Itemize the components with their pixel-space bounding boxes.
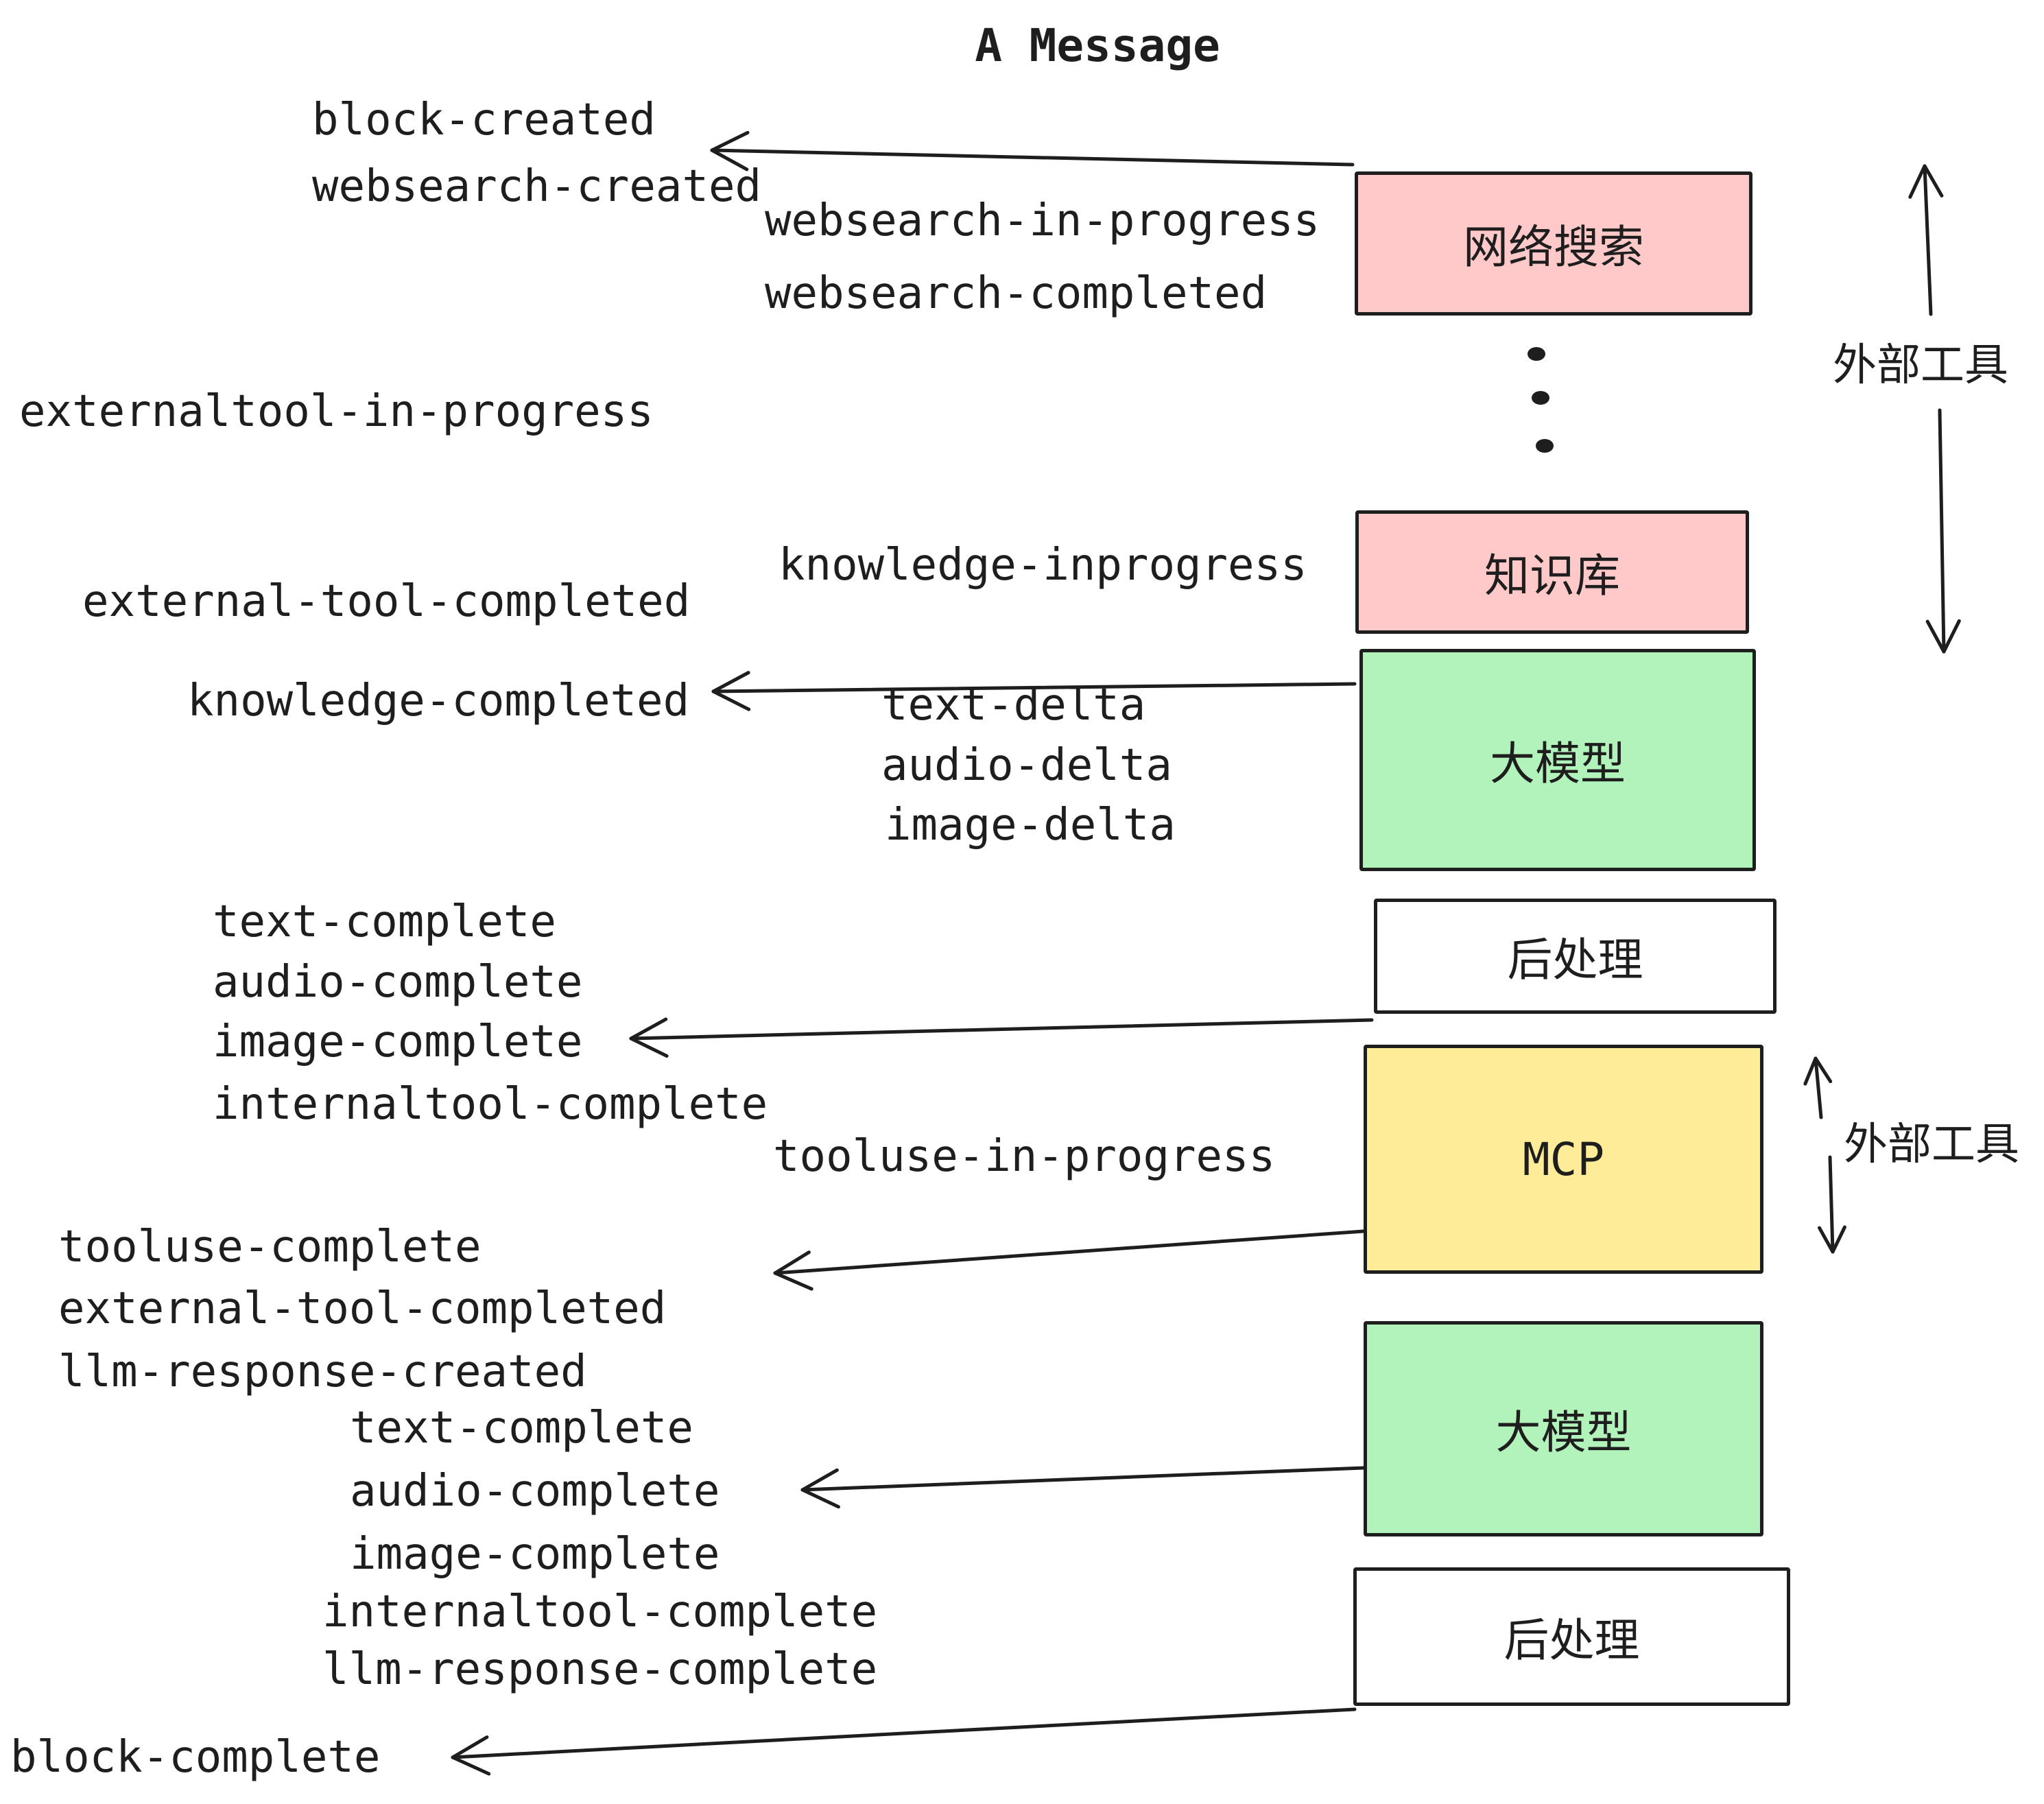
event-label-text-complete-19: text-complete [350, 1403, 693, 1453]
box-label-post-1: 后处理 [1507, 934, 1643, 986]
arrow-to-block-complete [451, 1707, 1357, 1776]
box-post-2: 后处理 [1353, 1567, 1790, 1706]
external-tools-2-up [1803, 1056, 1833, 1119]
external-tools-2-down [1818, 1155, 1846, 1254]
event-label-block-complete-24: block-complete [10, 1732, 381, 1783]
box-knowledge: 知识库 [1355, 510, 1749, 634]
box-label-knowledge: 知识库 [1484, 549, 1620, 602]
arrow-to-tooluse-complete [773, 1229, 1366, 1291]
event-label-external-tool-completed-17: external-tool-completed [58, 1283, 667, 1334]
ellipsis-dot-1 [1528, 347, 1545, 361]
box-websearch: 网络搜索 [1355, 171, 1752, 316]
event-label-image-complete-13: image-complete [213, 1017, 583, 1067]
box-llm-1: 大模型 [1359, 649, 1756, 871]
event-label-llm-response-created-18: llm-response-created [58, 1346, 587, 1397]
side-label-external-tools-1: 外部工具 [1833, 340, 2008, 391]
arrow-to-audio-complete [800, 1466, 1366, 1509]
event-label-audio-complete-20: audio-complete [350, 1466, 720, 1517]
arrow-to-websearch-created [710, 130, 1355, 171]
box-llm-2: 大模型 [1364, 1321, 1763, 1536]
arrow-to-knowledge-completed [711, 671, 1357, 711]
event-label-image-delta-10: image-delta [885, 800, 1176, 851]
event-label-audio-delta-9: audio-delta [881, 740, 1172, 791]
event-label-block-created-0: block-created [312, 95, 656, 145]
box-post-1: 后处理 [1374, 899, 1776, 1014]
event-label-websearch-completed-3: websearch-completed [765, 268, 1268, 319]
external-tools-1-up [1908, 164, 1944, 316]
event-label-internaltool-complete-14: internaltool-complete [213, 1079, 768, 1130]
box-label-mcp: MCP [1522, 1132, 1605, 1186]
event-label-image-complete-21: image-complete [350, 1529, 720, 1580]
event-label-text-complete-11: text-complete [213, 897, 556, 947]
ellipsis-dot-3 [1536, 439, 1554, 453]
arrow-to-image-complete [629, 1017, 1374, 1058]
side-label-external-tools-2: 外部工具 [1844, 1119, 2019, 1170]
event-label-external-tool-completed-6: external-tool-completed [82, 576, 691, 627]
diagram-title: A Message [975, 19, 1220, 72]
event-label-websearch-created-1: websearch-created [312, 161, 762, 212]
event-label-internaltool-complete-22: internaltool-complete [322, 1587, 878, 1637]
event-label-audio-complete-12: audio-complete [213, 957, 583, 1008]
event-label-websearch-in-progress-2: websearch-in-progress [765, 195, 1320, 246]
box-label-llm-2: 大模型 [1495, 1406, 1632, 1459]
ellipsis-dot-2 [1532, 391, 1549, 405]
event-label-tooluse-in-progress-15: tooluse-in-progress [773, 1131, 1276, 1182]
event-label-llm-response-complete-23: llm-response-complete [322, 1644, 878, 1695]
event-label-knowledge-completed-7: knowledge-completed [187, 676, 690, 726]
box-label-llm-1: 大模型 [1490, 737, 1626, 790]
event-label-knowledge-inprogress-5: knowledge-inprogress [779, 540, 1307, 591]
box-label-post-2: 后处理 [1504, 1614, 1640, 1667]
event-label-text-delta-8: text-delta [881, 680, 1146, 731]
box-label-websearch: 网络搜索 [1463, 221, 1644, 274]
event-label-externaltool-in-progress-4: externaltool-in-progress [19, 386, 654, 437]
box-mcp: MCP [1364, 1045, 1763, 1274]
event-label-tooluse-complete-16: tooluse-complete [58, 1222, 482, 1272]
external-tools-1-down [1925, 408, 1961, 654]
